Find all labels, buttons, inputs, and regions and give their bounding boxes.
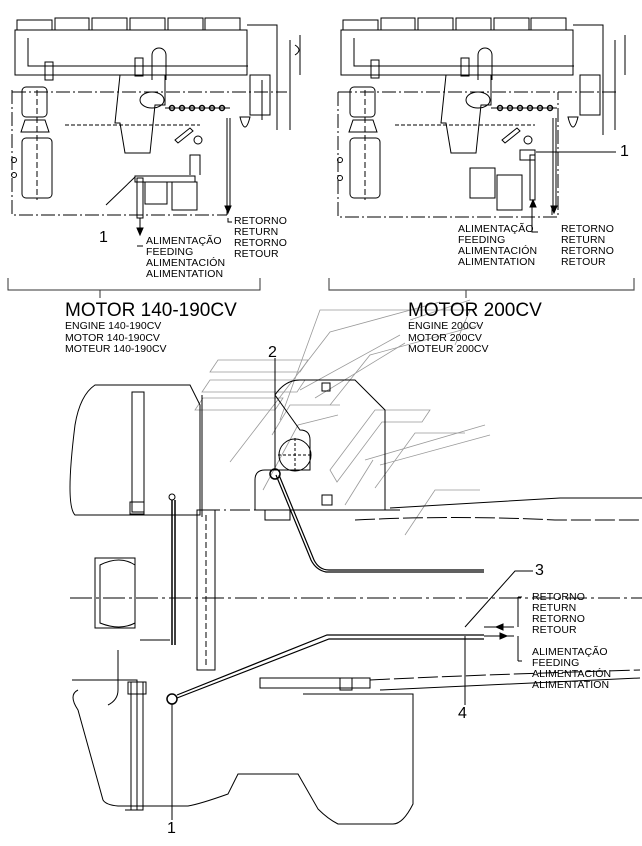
feed-label-fr: ALIMENTATION (458, 256, 536, 268)
callout-1-left-panel: 1 (99, 229, 108, 246)
subtitle-es: MOTOR 140-190CV (65, 331, 160, 344)
return-label-en: RETURN (532, 602, 577, 614)
return-label-pt: RETORNO (234, 215, 288, 227)
return-label-en: RETURN (561, 234, 606, 246)
title-motor-200: MOTOR 200CV (408, 300, 542, 321)
callout-1-chassis: 1 (167, 820, 176, 837)
feed-label-left-panel: ALIMENTAÇÃO FEEDING ALIMENTACIÓN ALIMENT… (146, 236, 225, 280)
return-label-es: RETORNO (234, 237, 288, 249)
chassis-drawing (69, 358, 642, 825)
bracket-200 (328, 278, 635, 298)
feed-label-chassis: ALIMENTAÇÃO FEEDING ALIMENTACIÓN ALIMENT… (532, 647, 611, 691)
feed-label-en: FEEDING (458, 234, 506, 246)
watermark-logo (194, 299, 491, 536)
feed-label-pt: ALIMENTAÇÃO (146, 235, 222, 247)
feed-label-pt: ALIMENTAÇÃO (458, 223, 534, 235)
return-label-fr: RETOUR (561, 256, 606, 268)
title-motor-140-190: MOTOR 140-190CV (65, 300, 237, 321)
subtitle-en: ENGINE 140-190CV (65, 320, 162, 332)
callout-2: 2 (268, 344, 277, 361)
feed-label-fr: ALIMENTATION (146, 268, 224, 280)
feed-label-en: FEEDING (146, 246, 194, 258)
engine-200-drawing (337, 17, 626, 233)
bracket-140-190 (7, 278, 261, 298)
subtitle-es: MOTOR 200CV (408, 331, 482, 344)
return-label-right-panel: RETORNO RETURN RETORNO RETOUR (561, 224, 614, 268)
return-label-fr: RETOUR (532, 624, 577, 636)
subtitle-fr: MOTEUR 200CV (408, 343, 489, 355)
engine-140-190-drawing (11, 17, 301, 237)
callout-1-right-panel: 1 (620, 143, 629, 160)
return-label-pt: RETORNO (561, 223, 615, 235)
feed-label-es: ALIMENTACIÓN (532, 668, 612, 680)
subtitle-fr: MOTEUR 140-190CV (65, 343, 167, 355)
return-label-es: RETORNO (561, 245, 615, 257)
subtitles-140-190: ENGINE 140-190CV MOTOR 140-190CV MOTEUR … (65, 320, 167, 356)
callout-4: 4 (458, 705, 467, 722)
return-label-en: RETURN (234, 226, 279, 238)
feed-label-fr: ALIMENTATION (532, 679, 610, 691)
return-label-pt: RETORNO (532, 591, 586, 603)
return-label-chassis: RETORNO RETURN RETORNO RETOUR (532, 592, 585, 636)
feed-label-en: FEEDING (532, 657, 580, 669)
feed-label-es: ALIMENTACIÓN (146, 257, 226, 269)
subtitles-200: ENGINE 200CV MOTOR 200CV MOTEUR 200CV (408, 320, 489, 356)
subtitle-en: ENGINE 200CV (408, 320, 484, 332)
callout-3: 3 (535, 562, 544, 579)
feed-label-es: ALIMENTACIÓN (458, 245, 538, 257)
feed-label-pt: ALIMENTAÇÃO (532, 646, 608, 658)
return-label-left-panel: RETORNO RETURN RETORNO RETOUR (234, 216, 287, 260)
return-label-es: RETORNO (532, 613, 586, 625)
return-label-fr: RETOUR (234, 248, 279, 260)
feed-label-right-panel: ALIMENTAÇÃO FEEDING ALIMENTACIÓN ALIMENT… (458, 224, 537, 268)
